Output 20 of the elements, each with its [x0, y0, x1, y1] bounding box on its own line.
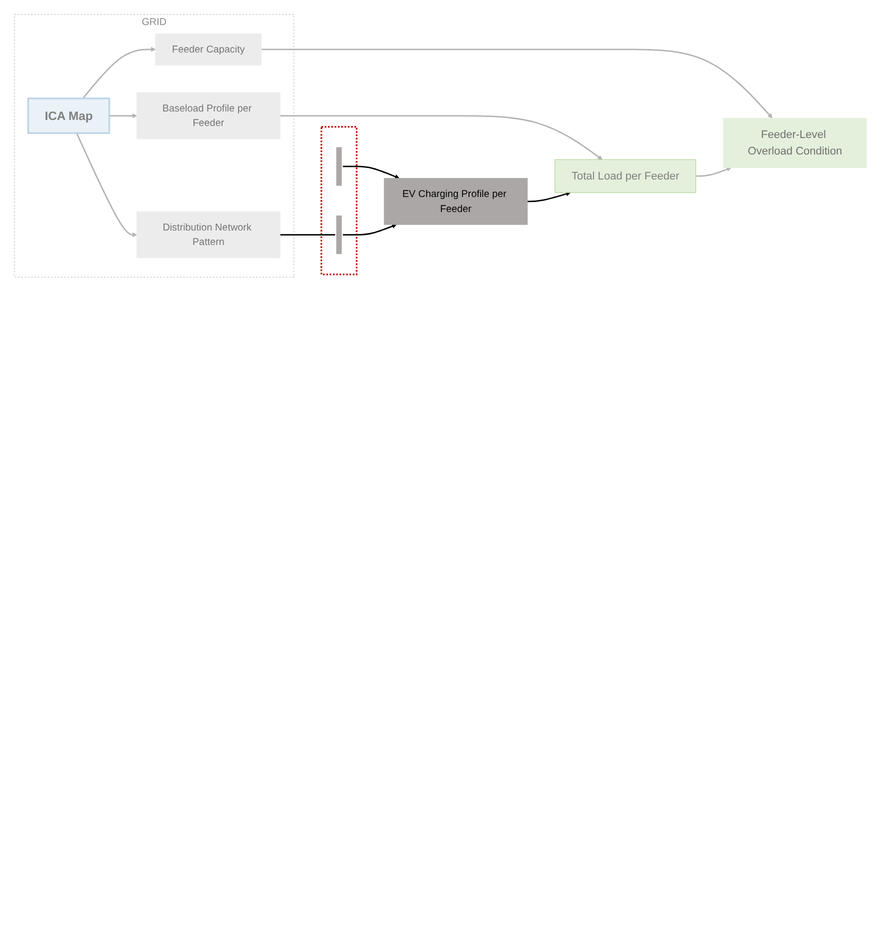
arrow: [342, 166, 400, 179]
connector: [280, 234, 336, 236]
arrow: [342, 224, 397, 236]
arrow: [76, 132, 138, 238]
node-box: Total Load per Feeder: [554, 159, 696, 193]
arrow: [696, 167, 732, 177]
node-bar: [336, 215, 342, 254]
arrow: [280, 115, 603, 160]
cluster: [320, 126, 358, 276]
node-box: Feeder-Level Overload Condition: [723, 118, 867, 168]
node-box: Baseload Profile per Feeder: [136, 92, 280, 140]
node-box: EV Charging Profile per Feeder: [384, 178, 528, 225]
arrow: [527, 192, 571, 202]
node-box: Feeder Capacity: [155, 33, 262, 66]
arrow: [82, 46, 156, 99]
arrow: [109, 113, 138, 118]
node-box: ICA Map: [27, 98, 110, 134]
arrow: [261, 48, 773, 118]
node-box: Distribution Network Pattern: [136, 211, 280, 258]
node-bar: [336, 147, 342, 186]
